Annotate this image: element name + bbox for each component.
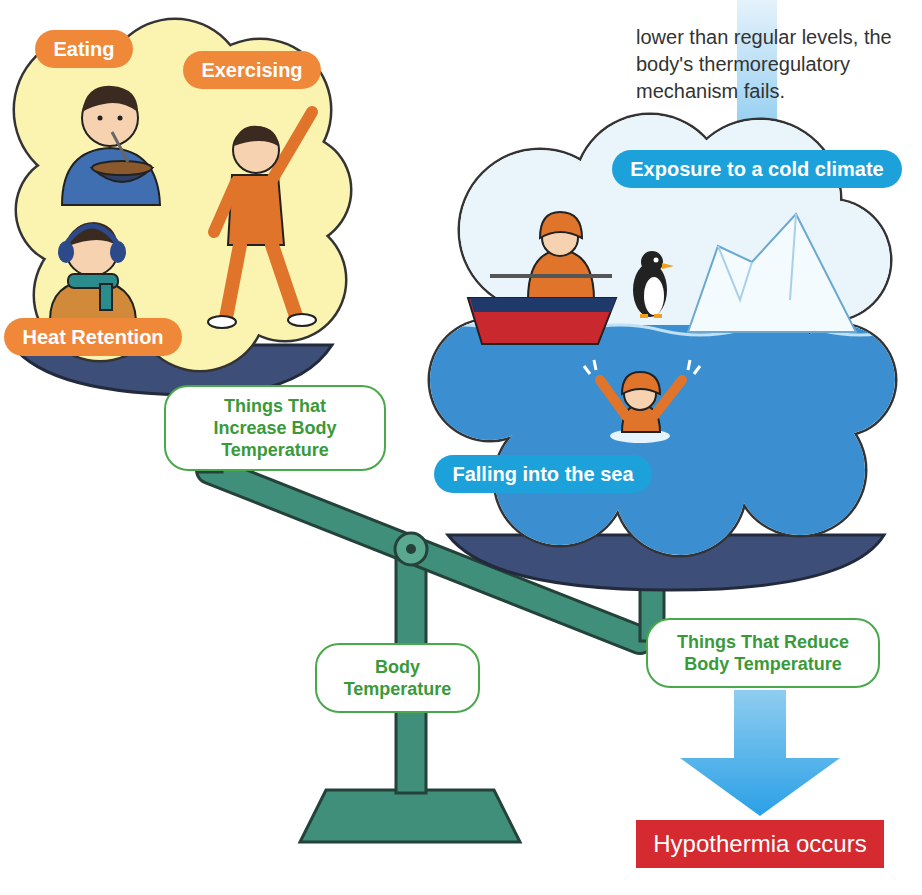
node-text: Falling into the sea — [452, 463, 633, 486]
node-text: Things That Increase Body Temperature — [186, 395, 364, 461]
factor-pill: Falling into the sea — [434, 455, 652, 493]
node-text: Things That Reduce Body Temperature — [668, 631, 858, 675]
node-text: Eating — [53, 38, 114, 61]
node-text: Exposure to a cold climate — [630, 158, 883, 181]
pivot-label: Body Temperature — [315, 643, 480, 713]
node-text: Exercising — [201, 59, 302, 82]
note-text: lower than regular levels, the body's th… — [636, 24, 916, 105]
node-text: Body Temperature — [337, 656, 458, 700]
factor-pill: Heat Retention — [4, 318, 182, 356]
node-text: Hypothermia occurs — [653, 830, 866, 858]
result-box: Hypothermia occurs — [636, 820, 884, 868]
node-text: Heat Retention — [22, 326, 163, 349]
flow-arrow — [680, 690, 840, 816]
side-label: Things That Increase Body Temperature — [164, 385, 386, 471]
factor-pill: Eating — [35, 30, 133, 68]
factor-pill: Exercising — [183, 51, 321, 89]
side-label: Things That Reduce Body Temperature — [646, 618, 880, 688]
factor-pill: Exposure to a cold climate — [612, 150, 902, 188]
